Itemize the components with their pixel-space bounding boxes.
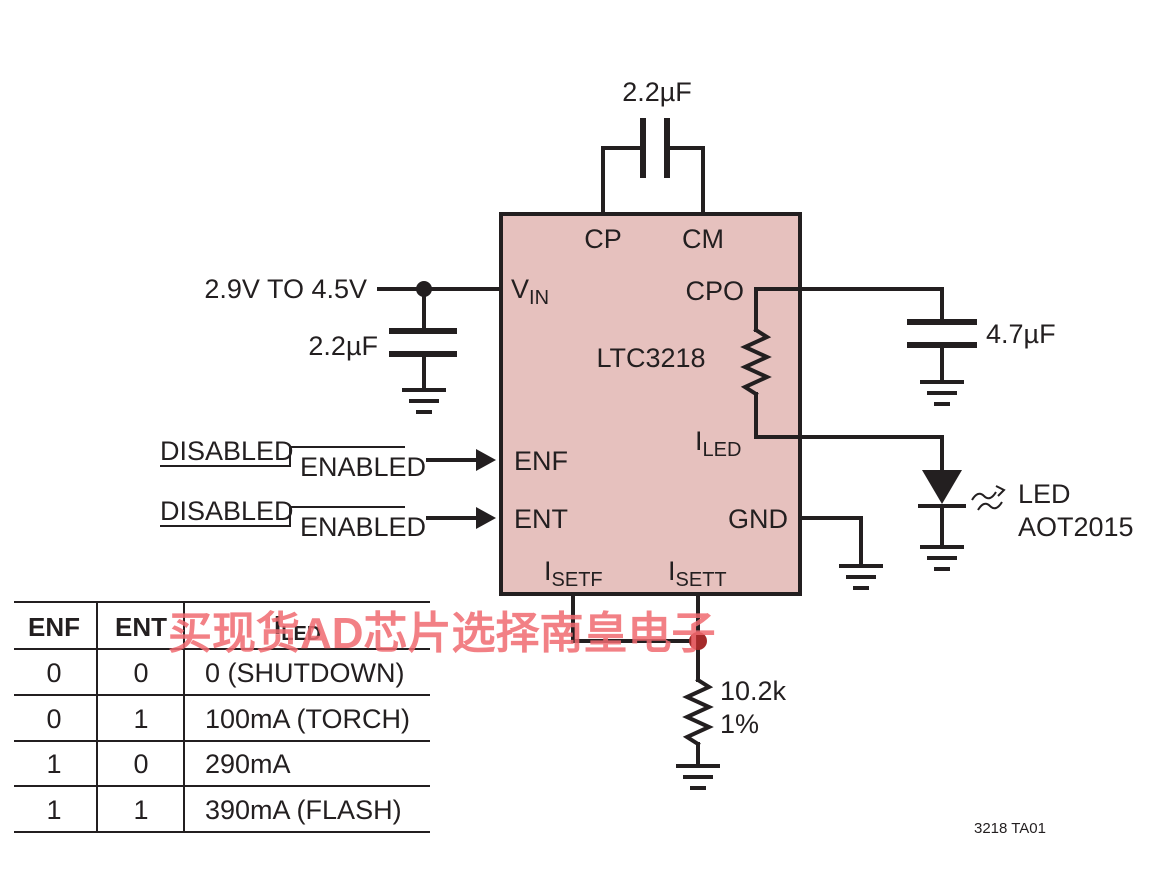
led-part-number: AOT2015 <box>1018 512 1134 542</box>
ent-disabled: DISABLED <box>160 496 294 526</box>
table-cell-ent: 1 <box>133 795 148 825</box>
iset-node <box>689 632 707 650</box>
enf-arrow <box>426 449 496 471</box>
table-cell-enf: 0 <box>46 658 61 688</box>
set-res-tolerance: 1% <box>720 709 759 739</box>
flying-capacitor <box>601 118 705 216</box>
led-label: LED <box>1018 479 1071 509</box>
table-header-iled: ILED <box>274 610 321 645</box>
enf-waveform <box>160 446 405 467</box>
pin-gnd: GND <box>728 504 788 534</box>
table-header-enf: ENF <box>28 612 80 642</box>
ic-body <box>499 212 802 596</box>
table-cell-iled: 0 (SHUTDOWN) <box>205 658 404 688</box>
table-cell-ent: 0 <box>133 749 148 779</box>
pin-isett: ISETT <box>668 556 727 591</box>
table-row: 1 1 390mA (FLASH) <box>46 795 401 825</box>
pin-isetf: ISETF <box>544 556 603 591</box>
table-row: 0 0 0 (SHUTDOWN) <box>46 658 404 688</box>
pin-vin: VIN <box>511 274 549 309</box>
set-resistor <box>571 592 720 790</box>
light-emission-icon <box>971 485 1006 511</box>
enf-enabled: ENABLED <box>300 452 426 482</box>
truth-table <box>14 601 430 833</box>
input-capacitor <box>389 287 457 392</box>
pin-ent: ENT <box>514 504 568 534</box>
set-res-value: 10.2k <box>720 676 787 706</box>
table-row: 1 0 290mA <box>46 749 290 779</box>
output-cap-value: 4.7µF <box>986 319 1056 349</box>
output-capacitor <box>907 319 977 406</box>
ent-arrow <box>426 507 496 529</box>
table-cell-ent: 0 <box>133 658 148 688</box>
ent-waveform <box>160 506 405 527</box>
watermark-text: 买现货AD芯片选择南皇电子 <box>168 609 716 658</box>
table-cell-enf: 1 <box>46 795 61 825</box>
pin-cm: CM <box>682 224 724 254</box>
internal-resistor <box>740 287 944 470</box>
pin-iled: ILED <box>695 426 741 461</box>
input-voltage-label: 2.9V TO 4.5V <box>204 274 367 304</box>
pin-enf: ENF <box>514 446 568 476</box>
table-cell-ent: 1 <box>133 704 148 734</box>
input-ground-symbol <box>402 388 446 414</box>
figure-id: 3218 TA01 <box>974 820 1046 837</box>
chip-ground <box>798 516 883 590</box>
input-cap-value: 2.2µF <box>308 331 378 361</box>
table-row: 0 1 100mA (TORCH) <box>46 704 410 734</box>
table-cell-iled: 290mA <box>205 749 291 779</box>
enf-disabled: DISABLED <box>160 436 294 466</box>
pin-cpo: CPO <box>685 276 744 306</box>
led-symbol <box>918 470 966 571</box>
flying-cap-value: 2.2µF <box>622 77 692 107</box>
pin-cp: CP <box>584 224 622 254</box>
ent-enabled: ENABLED <box>300 512 426 542</box>
table-cell-iled: 100mA (TORCH) <box>205 704 410 734</box>
table-cell-enf: 1 <box>46 749 61 779</box>
chip-name: LTC3218 <box>596 343 705 373</box>
table-cell-enf: 0 <box>46 704 61 734</box>
table-cell-iled: 390mA (FLASH) <box>205 795 402 825</box>
table-header-ent: ENT <box>115 612 167 642</box>
